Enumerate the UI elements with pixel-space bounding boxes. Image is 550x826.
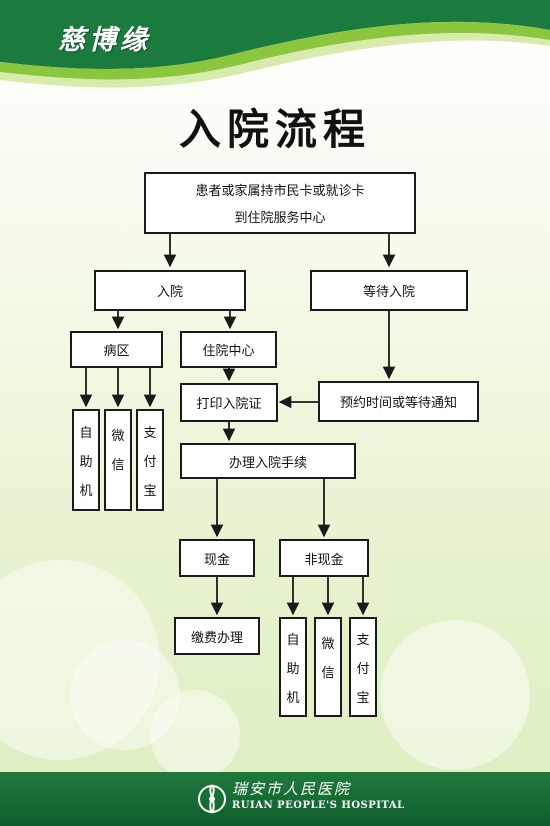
cash-step: 现金 <box>179 539 255 577</box>
non-cash-step-label: 非现金 <box>304 552 344 568</box>
ward-method-wechat: 微 信 <box>104 409 132 511</box>
method-char: 微 <box>321 637 335 652</box>
procedure-step-label: 办理入院手续 <box>228 455 307 471</box>
appointment-step: 预约时间或等待通知 <box>318 381 479 422</box>
decor-bubble <box>150 690 240 780</box>
ward-step: 病区 <box>70 331 163 368</box>
ward-step-label: 病区 <box>103 344 130 359</box>
start-step-line2: 到住院服务中心 <box>234 211 326 226</box>
method-char: 信 <box>321 666 335 681</box>
cash-step-label: 现金 <box>203 552 230 568</box>
noncash-method-wechat: 微 信 <box>314 617 342 717</box>
method-char: 支 <box>356 632 370 648</box>
hospital-name-cn: 瑞安市人民医院 <box>232 780 352 798</box>
print-notice-step-label: 打印入院证 <box>196 397 262 412</box>
method-char: 宝 <box>143 483 157 499</box>
pay-fee-step: 缴费办理 <box>174 617 260 655</box>
decor-bubble <box>380 620 530 770</box>
method-char: 支 <box>143 425 157 441</box>
footer-band: 瑞安市人民医院 RUIAN PEOPLE'S HOSPITAL <box>0 772 550 826</box>
method-char: 助 <box>79 454 93 470</box>
hospital-logo-icon <box>198 784 226 814</box>
admission-center-step: 住院中心 <box>180 331 277 368</box>
wait-admit-step-label: 等待入院 <box>362 285 415 300</box>
start-step: 患者或家属持市民卡或就诊卡 到住院服务中心 <box>144 172 416 234</box>
page-title: 入院流程 <box>178 105 371 154</box>
admit-step-label: 入院 <box>156 285 183 300</box>
noncash-method-selfservice: 自 助 机 <box>279 617 307 717</box>
method-char: 机 <box>79 483 93 499</box>
method-char: 付 <box>143 454 157 470</box>
decor-bubble <box>0 560 160 760</box>
admission-center-step-label: 住院中心 <box>202 344 255 359</box>
hospital-name-en: RUIAN PEOPLE'S HOSPITAL <box>232 800 405 811</box>
method-char: 付 <box>356 661 370 677</box>
appointment-step-label: 预约时间或等待通知 <box>339 396 457 411</box>
noncash-method-alipay: 支 付 宝 <box>349 617 377 717</box>
method-char: 微 <box>111 429 125 444</box>
wait-admit-step: 等待入院 <box>310 270 468 311</box>
decor-bubble <box>70 640 180 750</box>
print-notice-step: 打印入院证 <box>180 383 278 422</box>
procedure-step: 办理入院手续 <box>180 443 356 479</box>
pay-fee-step-label: 缴费办理 <box>190 630 243 646</box>
ward-method-selfservice: 自 助 机 <box>72 409 100 511</box>
method-char: 自 <box>79 425 93 441</box>
brand-title: 慈博缘 <box>58 25 151 56</box>
method-char: 机 <box>286 690 300 706</box>
admit-step: 入院 <box>94 270 246 311</box>
method-char: 助 <box>286 661 300 677</box>
method-char: 信 <box>111 458 125 473</box>
start-step-line1: 患者或家属持市民卡或就诊卡 <box>195 184 365 199</box>
ward-method-alipay: 支 付 宝 <box>136 409 164 511</box>
method-char: 自 <box>286 632 300 648</box>
header-band <box>0 0 550 88</box>
non-cash-step: 非现金 <box>279 539 369 577</box>
method-char: 宝 <box>356 690 370 706</box>
